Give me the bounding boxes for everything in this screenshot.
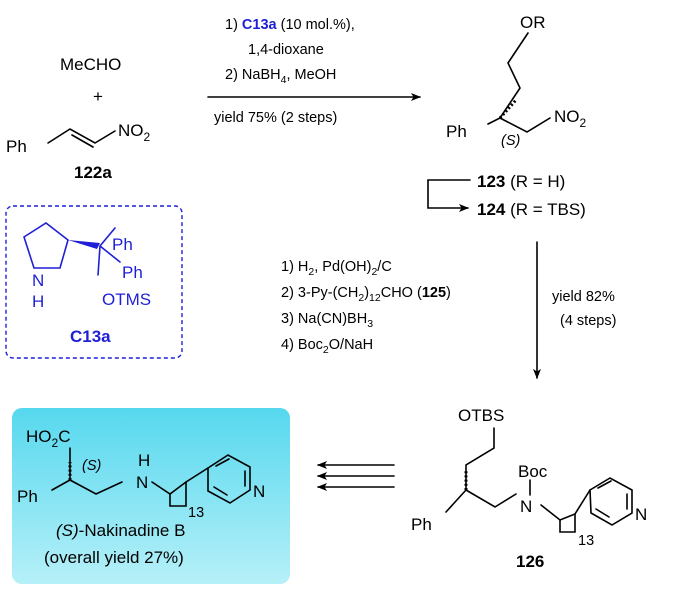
chain-bracket-final: [169, 481, 187, 507]
product-highlight-box: [12, 408, 290, 584]
reactant-122a: MeCHO + Ph NO2 122a: [6, 55, 151, 182]
step1-line1: 1) C13a (10 mol.%),: [225, 17, 355, 33]
product-126: OTBS Ph Boc N 13 N 126: [411, 406, 647, 571]
pyridine-ring-126: [589, 477, 633, 526]
compound-label-122a: 122a: [74, 163, 112, 182]
substituent-bonds: [97, 227, 121, 276]
pyridine-ring-final: [207, 454, 251, 504]
phenyl-label-123: Ph: [446, 122, 467, 141]
product-name: (S)-Nakinadine B: [56, 521, 185, 540]
otbs-label: OTBS: [458, 406, 504, 425]
step2-line3: 3) Na(CN)BH3: [281, 311, 373, 330]
stereo-label-123: (S): [501, 133, 520, 149]
final-product: HO2C (S) Ph H N 13 N (S)-Nakinadine B (o…: [12, 408, 290, 584]
catalyst-h: H: [32, 292, 44, 311]
step1-conditions: 1) C13a (10 mol.%), 1,4-dioxane 2) NaBH4…: [207, 17, 421, 126]
step2-yield2: (4 steps): [560, 313, 616, 329]
boc-label: Boc: [518, 462, 548, 481]
step1-line2: 1,4-dioxane: [248, 42, 324, 58]
nitromethyl-bonds: [499, 117, 551, 133]
chain-subscript-final: 13: [188, 505, 204, 521]
step2-conditions: 1) H2, Pd(OH)2/C 2) 3-Py-(CH2)12CHO (125…: [281, 241, 616, 379]
multistep-arrows: [317, 461, 395, 491]
chain-subscript-126: 13: [578, 533, 594, 549]
step2-yield1: yield 82%: [552, 289, 615, 305]
overall-yield: (overall yield 27%): [44, 548, 184, 567]
chain-bonds: [487, 32, 529, 125]
catalyst-ph1: Ph: [112, 235, 133, 254]
pyridine-n-final: N: [253, 482, 265, 501]
carboxylic-acid-label: HO2C: [26, 427, 70, 450]
or-label: OR: [520, 13, 546, 32]
phenyl-label-126: Ph: [411, 515, 432, 534]
plus-sign: +: [93, 87, 103, 106]
stereo-label-final: (S): [82, 458, 101, 474]
compound-label-123: 123 (R = H): [477, 172, 565, 191]
step2-line4: 4) Boc2O/NaH: [281, 337, 373, 356]
nitro-label: NO2: [118, 121, 151, 144]
amine-chain-bonds-final: [151, 467, 209, 495]
pyridine-n-126: N: [635, 505, 647, 524]
catalyst-c13a: Ph Ph N H OTMS C13a: [5, 205, 183, 359]
catalyst-otms: OTMS: [102, 290, 151, 309]
phenyl-label-final: Ph: [17, 487, 38, 506]
amine-h-final: H: [138, 451, 150, 470]
phenyl-label: Ph: [6, 137, 27, 156]
double-bond-line: [71, 134, 94, 148]
compound-label-126: 126: [516, 552, 544, 571]
amine-chain-bonds: [465, 479, 591, 521]
step2-line1: 1) H2, Pd(OH)2/C: [281, 259, 392, 278]
catalyst-label: C13a: [70, 327, 111, 346]
protection-arrow: [427, 179, 471, 212]
nitro-label-123: NO2: [554, 107, 587, 130]
chain-bracket-126: [559, 513, 576, 533]
compound-label-124: 124 (R = TBS): [477, 200, 586, 219]
product-123: OR Ph (S) NO2 123 (R = H) 124 (R = TBS): [427, 13, 587, 219]
catalyst-dashed-box: [5, 205, 183, 359]
catalyst-n: N: [32, 271, 44, 290]
step1-line3: 2) NaBH4, MeOH: [225, 67, 336, 86]
step1-yield: yield 75% (2 steps): [214, 110, 337, 126]
step2-line2: 2) 3-Py-(CH2)12CHO (125): [281, 285, 451, 304]
amine-n-final: N: [136, 473, 148, 492]
wedge-bond: [68, 240, 100, 249]
pyrrolidine-ring: [23, 222, 69, 269]
catalyst-ph2: Ph: [122, 263, 143, 282]
chain-bonds-126: [445, 427, 495, 513]
aldehyde-label: MeCHO: [60, 55, 121, 74]
nitrostyrene-bonds: [47, 128, 116, 144]
amine-n-126: N: [520, 497, 532, 516]
